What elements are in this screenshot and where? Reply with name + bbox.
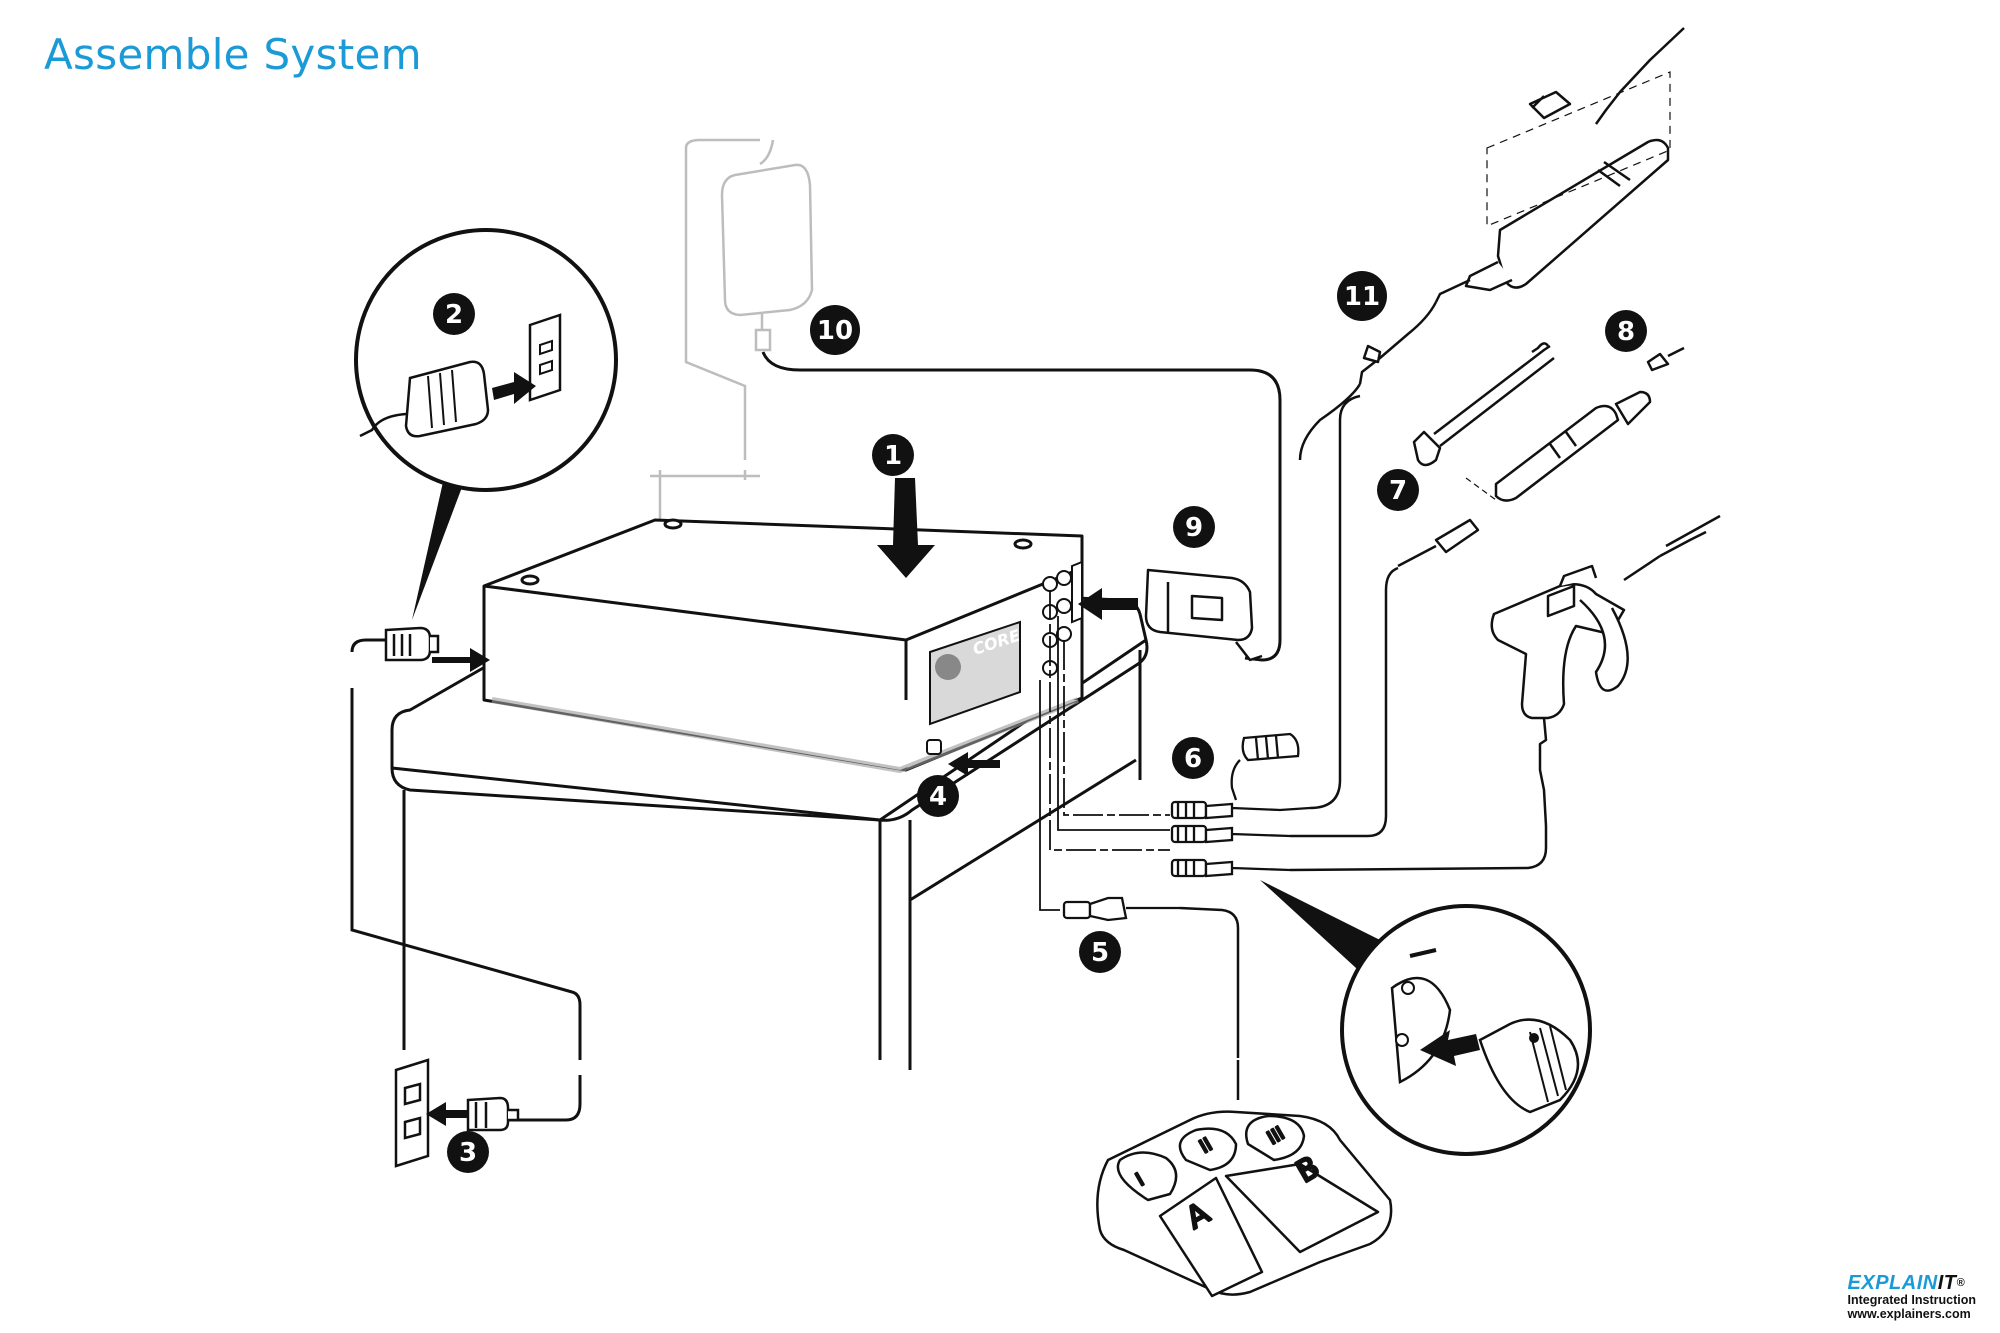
arrow-step-4 <box>948 752 1000 776</box>
svg-text:5: 5 <box>1091 938 1109 968</box>
svg-text:1: 1 <box>884 441 902 471</box>
step-5-badge: 5 <box>1079 931 1121 973</box>
svg-text:4: 4 <box>929 782 947 812</box>
cap-6 <box>1230 732 1300 801</box>
step-3-badge: 3 <box>447 1131 489 1173</box>
footswitch: I II III A B <box>1096 1060 1393 1298</box>
brand-url: www.explainers.com <box>1847 1307 1971 1321</box>
drill-handpiece <box>1397 342 1685 568</box>
svg-text:3: 3 <box>459 1138 477 1168</box>
callout-console-plug <box>354 228 618 492</box>
connector-5 <box>1062 896 1180 922</box>
svg-text:2: 2 <box>445 300 463 330</box>
brand-logo: EXPLAINIT® <box>1847 1272 1966 1294</box>
handpiece-connectors <box>1062 732 1311 922</box>
power-switch <box>926 739 942 755</box>
svg-text:11: 11 <box>1344 282 1380 312</box>
power-cord <box>350 638 582 1122</box>
shaver-handpiece <box>1358 27 1685 385</box>
connector-guides <box>1039 590 1170 911</box>
connector-7 <box>1170 824 1291 844</box>
arrow-plug-wall <box>426 1102 468 1126</box>
step-4-badge: 4 <box>917 775 959 817</box>
svg-text:6: 6 <box>1184 744 1202 774</box>
arrow-step-1 <box>877 478 935 578</box>
svg-text:10: 10 <box>817 316 853 346</box>
step-2-badge: 2 <box>433 293 475 335</box>
page-title: Assemble System <box>44 30 422 79</box>
connector-8 <box>1170 858 1291 878</box>
step-10-badge: 10 <box>810 305 860 355</box>
drill-guide-line <box>1465 477 1497 501</box>
step-badges: 1 2 3 4 5 6 7 8 9 10 11 <box>433 271 1647 1173</box>
footer-brand: EXPLAINIT® Integrated Instruction www.ex… <box>1848 1273 1976 1321</box>
svg-text:8: 8 <box>1617 317 1635 347</box>
irrigation-cassette <box>1144 568 1263 662</box>
shaver-cable <box>1298 383 1362 461</box>
step-8-badge: 8 <box>1605 310 1647 352</box>
cables-to-handpieces <box>1179 394 1548 1058</box>
step-7-badge: 7 <box>1377 469 1419 511</box>
connector-6 <box>1170 800 1311 820</box>
step-6-badge: 6 <box>1172 737 1214 779</box>
arrow-plug-console <box>432 648 490 672</box>
step-9-badge: 9 <box>1173 506 1215 548</box>
brand-tagline: Integrated Instruction <box>1847 1293 1976 1307</box>
irrigation-tubing <box>761 351 1282 662</box>
svg-text:7: 7 <box>1389 476 1407 506</box>
iv-pole <box>650 138 760 520</box>
pistol-handpiece <box>1490 514 1721 827</box>
arrow-step-9 <box>1078 588 1138 620</box>
wall-plug <box>466 1096 520 1132</box>
step-1-badge: 1 <box>872 434 914 476</box>
step-11-badge: 11 <box>1337 271 1387 321</box>
power-plug-console <box>384 626 440 662</box>
iv-bag <box>720 139 814 352</box>
callout-connector-detail <box>1340 904 1592 1156</box>
shaver-blade-guide <box>1486 71 1671 227</box>
svg-text:9: 9 <box>1185 513 1203 543</box>
wall-outlet <box>394 1058 430 1168</box>
